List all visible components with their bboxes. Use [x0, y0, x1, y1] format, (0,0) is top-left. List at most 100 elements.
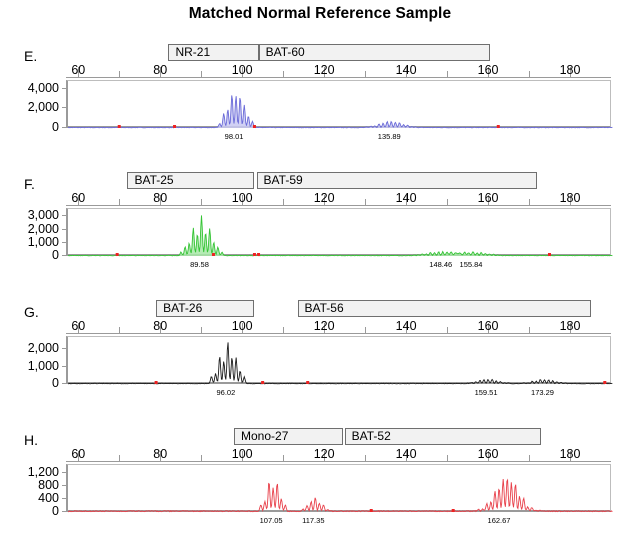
- x-tick: [570, 67, 572, 77]
- x-tick-label: 100: [231, 447, 253, 461]
- y-tick: [62, 255, 67, 256]
- peak-size-label: 89.58: [190, 260, 209, 269]
- x-tick: [406, 195, 408, 205]
- x-tick: [78, 323, 80, 333]
- y-tick-label: 0: [52, 376, 59, 390]
- size-standard-marker: [252, 125, 256, 128]
- x-tick: [488, 195, 490, 205]
- x-tick: [201, 71, 203, 77]
- trace-plot-area: [66, 208, 613, 257]
- x-tick: [160, 451, 162, 461]
- x-tick-label: 60: [71, 447, 86, 461]
- y-tick-label: 3,000: [27, 208, 59, 223]
- x-tick: [488, 451, 490, 461]
- size-standard-marker: [257, 253, 261, 256]
- marker-bar: BAT-26 BAT-56: [0, 300, 640, 317]
- x-tick: [324, 195, 326, 205]
- x-tick: [447, 327, 449, 333]
- x-tick-label: 140: [395, 319, 417, 333]
- marker-label-bat-26: BAT-26: [156, 300, 255, 317]
- y-tick: [62, 127, 67, 128]
- x-tick: [242, 451, 244, 461]
- peak-size-label: 98.01: [224, 132, 244, 141]
- peak-size-label: 162.67: [487, 516, 511, 525]
- trace-fill: [68, 479, 613, 512]
- x-tick: [406, 451, 408, 461]
- y-tick-label: 0: [52, 248, 59, 262]
- size-standard-marker: [451, 509, 455, 512]
- x-tick-label: 100: [231, 191, 253, 205]
- x-tick: [242, 195, 244, 205]
- size-standard-marker: [603, 381, 607, 384]
- peak-size-label: 135.89: [377, 132, 401, 141]
- size-standard-marker: [154, 381, 158, 384]
- trace-plot-area: [66, 80, 613, 129]
- x-tick-label: 100: [231, 319, 253, 333]
- x-tick: [160, 323, 162, 333]
- marker-label-bat-56: BAT-56: [297, 300, 591, 317]
- y-tick-label: 2,000: [27, 221, 59, 236]
- x-tick-label: 180: [559, 191, 581, 205]
- y-tick-label: 400: [38, 491, 59, 506]
- y-tick-label: 4,000: [27, 80, 59, 95]
- y-tick: [62, 365, 67, 367]
- trace-line: [68, 342, 613, 385]
- x-tick: [447, 199, 449, 205]
- x-tick: [406, 323, 408, 333]
- y-tick: [62, 348, 67, 350]
- trace-line: [68, 478, 613, 513]
- x-tick: [283, 199, 285, 205]
- y-tick: [62, 241, 67, 243]
- x-tick: [488, 67, 490, 77]
- x-tick-label: 160: [477, 63, 499, 77]
- panel-letter: F.: [24, 176, 35, 192]
- x-tick-label: 100: [231, 63, 253, 77]
- size-standard-marker: [117, 125, 121, 128]
- y-tick: [62, 511, 67, 512]
- size-standard-marker: [173, 125, 177, 128]
- x-tick: [160, 67, 162, 77]
- peak-size-label: 155.84: [459, 260, 483, 269]
- x-tick: [406, 67, 408, 77]
- y-tick-label: 2,000: [27, 100, 59, 115]
- x-tick-label: 80: [153, 319, 168, 333]
- x-tick: [529, 71, 531, 77]
- size-standard-marker: [115, 253, 119, 256]
- x-tick: [201, 455, 203, 461]
- x-tick: [447, 71, 449, 77]
- electropherogram-trace: [68, 95, 613, 129]
- x-tick-label: 80: [153, 447, 168, 461]
- electropherogram-trace: [68, 215, 613, 257]
- x-tick: [324, 323, 326, 333]
- y-tick-label: 800: [38, 478, 59, 493]
- x-tick: [365, 199, 367, 205]
- size-standard-marker: [211, 253, 215, 256]
- y-tick-label: 1,000: [27, 234, 59, 249]
- x-tick: [119, 71, 121, 77]
- x-tick-label: 180: [559, 319, 581, 333]
- electropherogram-trace: [68, 342, 613, 385]
- x-axis-line: [66, 333, 611, 334]
- x-tick: [242, 323, 244, 333]
- trace-plot-area: [66, 464, 613, 513]
- x-tick-label: 60: [71, 319, 86, 333]
- size-standard-marker: [252, 253, 256, 256]
- x-tick-label: 160: [477, 191, 499, 205]
- size-standard-marker: [261, 381, 265, 384]
- marker-label-mono-27: Mono-27: [234, 428, 343, 445]
- x-tick: [201, 327, 203, 333]
- x-tick-label: 160: [477, 319, 499, 333]
- x-tick-label: 140: [395, 191, 417, 205]
- trace-fill: [68, 215, 613, 256]
- x-tick-label: 60: [71, 191, 86, 205]
- y-tick: [62, 215, 67, 217]
- x-tick: [365, 71, 367, 77]
- x-tick-label: 80: [153, 63, 168, 77]
- x-tick: [365, 327, 367, 333]
- x-tick: [78, 451, 80, 461]
- x-tick: [283, 71, 285, 77]
- peak-size-label: 117.35: [302, 516, 325, 525]
- x-tick-label: 120: [313, 191, 335, 205]
